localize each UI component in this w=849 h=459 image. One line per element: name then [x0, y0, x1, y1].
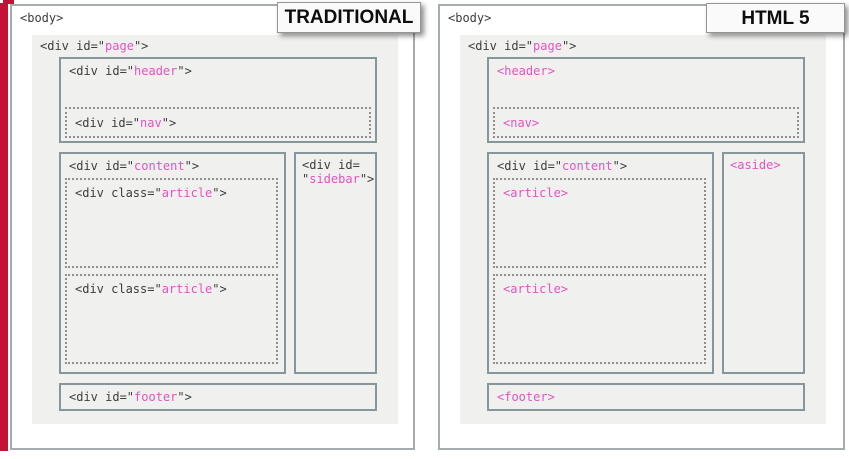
red-accent-bar: [0, 3, 8, 451]
page-div-box: <div id="page"> <header> <nav> <div id="…: [460, 35, 826, 424]
footer-box: <div id="footer">: [59, 383, 377, 411]
footer-tag-label: <div id="footer">: [69, 390, 192, 404]
traditional-body-box: <body> <div id="page"> <div id="header">…: [10, 4, 415, 450]
footer-tag-label: <footer>: [497, 390, 555, 404]
header-tag-label: <header>: [497, 64, 555, 78]
html5-body-box: <body> <div id="page"> <header> <nav> <d…: [438, 4, 845, 450]
content-box: <div id="content"> <article> <article>: [487, 152, 714, 374]
nav-tag-label: <nav>: [503, 116, 540, 130]
page-div-box: <div id="page"> <div id="header"> <div i…: [32, 35, 398, 424]
article-box-1: <article>: [493, 178, 706, 268]
article-box-1: <div class="article">: [65, 178, 278, 268]
nav-tag-label: <div id="nav">: [75, 116, 177, 130]
body-tag-label: <body>: [448, 11, 492, 25]
article-tag-label: <div class="article">: [75, 282, 227, 296]
header-box: <header> <nav>: [487, 57, 805, 143]
aside-box: <aside>: [722, 152, 805, 374]
traditional-title: TRADITIONAL: [277, 2, 421, 33]
header-box: <div id="header"> <div id="nav">: [59, 57, 377, 143]
content-tag-label: <div id="content">: [69, 159, 200, 173]
article-box-2: <div class="article">: [65, 274, 278, 364]
body-tag-label: <body>: [20, 11, 64, 25]
html5-title: HTML 5: [706, 3, 845, 33]
footer-box: <footer>: [487, 383, 805, 411]
sidebar-tag-label: <div id="sidebar">: [302, 158, 375, 186]
red-accent-corner: [3, 0, 14, 4]
header-tag-label: <div id="header">: [69, 64, 192, 78]
article-tag-label: <div class="article">: [75, 186, 227, 200]
aside-tag-label: <aside>: [730, 158, 781, 172]
nav-box: <nav>: [493, 107, 799, 138]
content-tag-label: <div id="content">: [497, 159, 628, 173]
article-tag-label: <article>: [503, 282, 569, 296]
content-box: <div id="content"> <div class="article">…: [59, 152, 286, 374]
article-tag-label: <article>: [503, 186, 569, 200]
page-tag-label: <div id="page">: [468, 39, 577, 53]
article-box-2: <article>: [493, 274, 706, 364]
nav-box: <div id="nav">: [65, 107, 371, 138]
page-tag-label: <div id="page">: [40, 39, 149, 53]
sidebar-box: <div id="sidebar">: [294, 152, 377, 374]
